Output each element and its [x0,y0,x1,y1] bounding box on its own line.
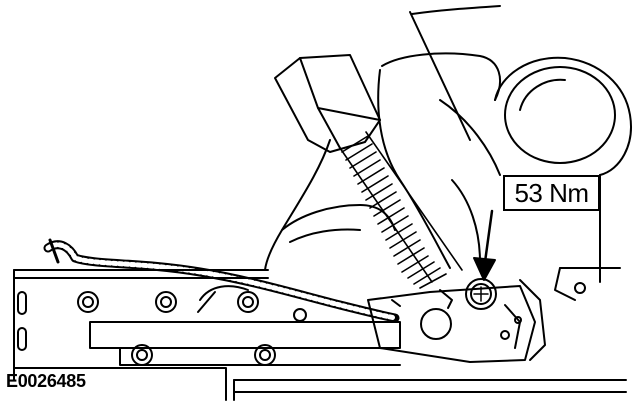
rail-slots [17,291,27,351]
wiring-harness [43,238,400,323]
seat-track-rail [13,269,627,401]
lower-bracket [89,321,401,366]
rail-bolt-holes [77,285,307,366]
torque-bolt [465,278,497,310]
figure-id: E0026485 [6,371,86,391]
recliner-knob [494,56,632,176]
buckle-stalk-coil [339,131,463,289]
anchor-bracket [367,267,586,363]
torque-callout: 53 Nm [503,175,600,211]
buckle-head [274,54,381,153]
callout-leader-arrow [473,209,496,281]
